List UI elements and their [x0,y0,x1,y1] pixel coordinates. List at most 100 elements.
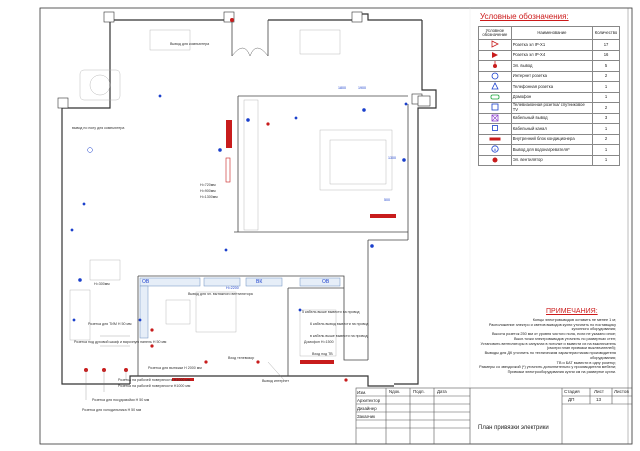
callout-cable-6: 6 кабель вывод вывести на провод [310,322,369,326]
dimension-label: 1900 [358,86,366,90]
callout-worktop-2: Розетка на рабочей поверхности H1000 мм [118,384,191,388]
tb-role: Заказчик [357,414,376,419]
tb-col-fam: Nдок. [389,389,401,394]
legend-table: Условное обозначение Наименование Количе… [478,26,620,166]
callout-dishwasher: Розетка для посудомойки H 50 мм [92,398,150,402]
notes-title: ПРИМЕЧАНИЯ: [546,308,598,315]
sheet-title: План привязки электрики [478,425,549,431]
callout-worktop-1: Розетка на рабочей поверхности H1000 мм [118,378,191,382]
tb-col-date: Дата [437,389,447,394]
fan-icon [491,157,499,165]
callout-hood: Розетка для вытяжки H 2000 мм [148,366,202,370]
legend-item-qty: 16 [592,49,620,61]
note-line: (смотри план привязки выключателей); [546,346,616,351]
kitchen-counter [139,277,341,339]
title-block-frame [355,387,633,445]
legend-item-name: Вывод для водонагревателя* [510,144,594,156]
callout-cable-7: в кабель выше вывести на провод [310,334,368,338]
phone-socket-icon [491,82,499,91]
tb-role: Дизайнер [357,406,377,411]
socket-ip41-icon [491,40,499,49]
cable-output-icon [491,114,499,123]
callout-intercom: Домофон H=1500 [304,340,334,344]
note-line: Высота розеток 250 мм от уровня чистого … [491,332,616,337]
callout-tv-under: Вход под ТВ [312,352,333,356]
ac-unit-icon [489,137,501,144]
socket-symbols [70,94,408,322]
tb-sheet-value: 13 [596,397,602,402]
note-line: Выводы для ДК уточнить по техническим ха… [484,351,616,360]
legend-item-name: Розетка эл IP-X4 [510,49,594,61]
legend-item-qty: 2 [592,102,620,114]
tb-stage-header: Стадия [564,389,580,394]
tb-stage-value: ДП [568,397,575,402]
legend-item-name: Домофон [510,91,594,103]
callout-fan: Вывод для эл. вытяжного вентилятора [188,292,253,296]
legend-item-qty: 1 [592,144,620,156]
note-line: Расположение электро и светов выводов ку… [488,322,616,327]
legend-item-qty: 1 [592,91,620,103]
dimension-label: 500 [384,198,390,202]
kitchen-sockets [84,18,348,382]
tb-sheets-header: Листов [614,389,629,394]
interior-walls [137,20,409,376]
sheet-frame [39,7,633,445]
leader-lines [85,335,285,400]
note-line: Выкл.точки электровыводов уточнить по ра… [513,336,616,341]
callout-h300: H=300мм [94,282,110,286]
svg-text:A: A [494,147,497,152]
tb-role: Архитектор [357,398,381,403]
legend-item-qty: 5 [592,60,620,72]
callout-internet: Вывод интернет [262,379,289,383]
callout-tv-in: Вход телевизор [228,356,255,360]
legend-item-name: Внутренний блок кондиционера [510,133,594,145]
legend-item-qty: 1 [592,154,620,166]
legend-header-name: Наименование [510,26,594,40]
furniture [69,29,393,357]
tb-left-row: Изм. [357,390,367,395]
callout-cable-5: 5 кабель выше вывести на провод [302,310,360,314]
socket-ip4-icon [491,51,499,60]
note-line: ТВ и БАТ вывести в одну розетку; [556,360,616,365]
window-markers [57,11,431,109]
note-line: кухонного оборудования; [571,327,616,332]
dimension-label: H=2200 [226,286,239,290]
callout-h900: H=900мм [200,189,216,193]
callout-computer: Вывод для компьютера [170,42,210,46]
legend-item-name: Розетка эл IP-X1 [510,39,594,51]
note-line: Привязки электрооборудования кухни см на… [507,370,616,375]
callout-h720: H=720мм [200,183,216,187]
legend-row: A Вывод для водонагревателя*1 [478,144,620,156]
power-outlet-icon [491,61,499,70]
legend-header-qty: Количество [592,26,620,40]
legend-item-name: Кабельный вывод [510,112,594,124]
callout-tim: Розетка для ТИМ H 50 мм [88,322,132,326]
title-block-roles: Изм. Архитектор Дизайнер Заказчик [357,389,380,421]
legend-item-name: Кабельный канал [510,123,594,135]
legend-item-qty: 2 [592,133,620,145]
legend-item-name: Телевизионная розетка/ спутниковое TV [510,102,594,114]
legend-item-name: Эл. вентилятор [510,154,594,166]
unit-marker: ОВ [322,279,330,285]
legend-item-qty: 3 [592,112,620,124]
internet-socket-icon [491,72,499,81]
unit-marker: ОВ [142,279,150,285]
legend-item-name: Эл. вывод [510,60,594,72]
legend-item-qty: 1 [592,81,620,93]
legend-title: Условные обозначения: [480,12,569,21]
dimension-label: 1800 [338,86,346,90]
legend-item-qty: 2 [592,70,620,82]
legend-header-symbol: Условное обозначение [478,26,512,40]
tb-col-sign: Подп. [413,389,425,394]
note-line: Установить вентиляторы в санузлах в пото… [480,341,617,346]
